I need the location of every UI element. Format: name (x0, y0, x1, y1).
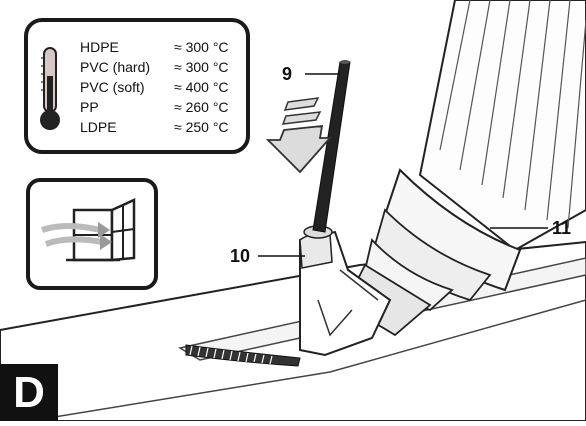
material-label: HDPE (80, 39, 119, 55)
temperature-value: ≈ 250 °C (174, 119, 229, 135)
material-label: PP (80, 99, 99, 115)
temp-row-ldpe: LDPE ≈ 250 °C (80, 118, 250, 137)
callout-11: 11 (552, 218, 572, 238)
temp-row-pp: PP ≈ 260 °C (80, 98, 250, 117)
temperature-value: ≈ 400 °C (174, 79, 229, 95)
temperature-panel: HDPE ≈ 300 °C PVC (hard) ≈ 300 °C PVC (s… (24, 18, 250, 154)
temperature-value: ≈ 300 °C (174, 59, 229, 75)
seam-edge (329, 299, 586, 373)
down-arrow-icon (265, 97, 332, 174)
material-label: PVC (soft) (80, 79, 145, 95)
temperature-value: ≈ 260 °C (174, 99, 229, 115)
temp-row-hdpe: HDPE ≈ 300 °C (80, 38, 250, 57)
heat-gun (343, 0, 586, 337)
ventilation-panel (26, 178, 158, 290)
callout-9: 9 (282, 64, 293, 84)
window-ventilation-icon (41, 198, 136, 262)
material-label: PVC (hard) (80, 59, 151, 75)
speed-welding-nozzle (299, 225, 392, 357)
temperature-value: ≈ 300 °C (174, 39, 229, 55)
welding-rod (312, 60, 351, 233)
figure-letter: D (0, 364, 58, 421)
sheet-edge (29, 371, 331, 422)
material-label: LDPE (80, 119, 117, 135)
temp-row-pvc-soft: PVC (soft) ≈ 400 °C (80, 78, 250, 97)
weld-bead (185, 344, 301, 367)
temp-row-pvc-hard: PVC (hard) ≈ 300 °C (80, 58, 250, 77)
thermometer-icon (40, 47, 60, 130)
callout-10: 10 (230, 246, 251, 266)
